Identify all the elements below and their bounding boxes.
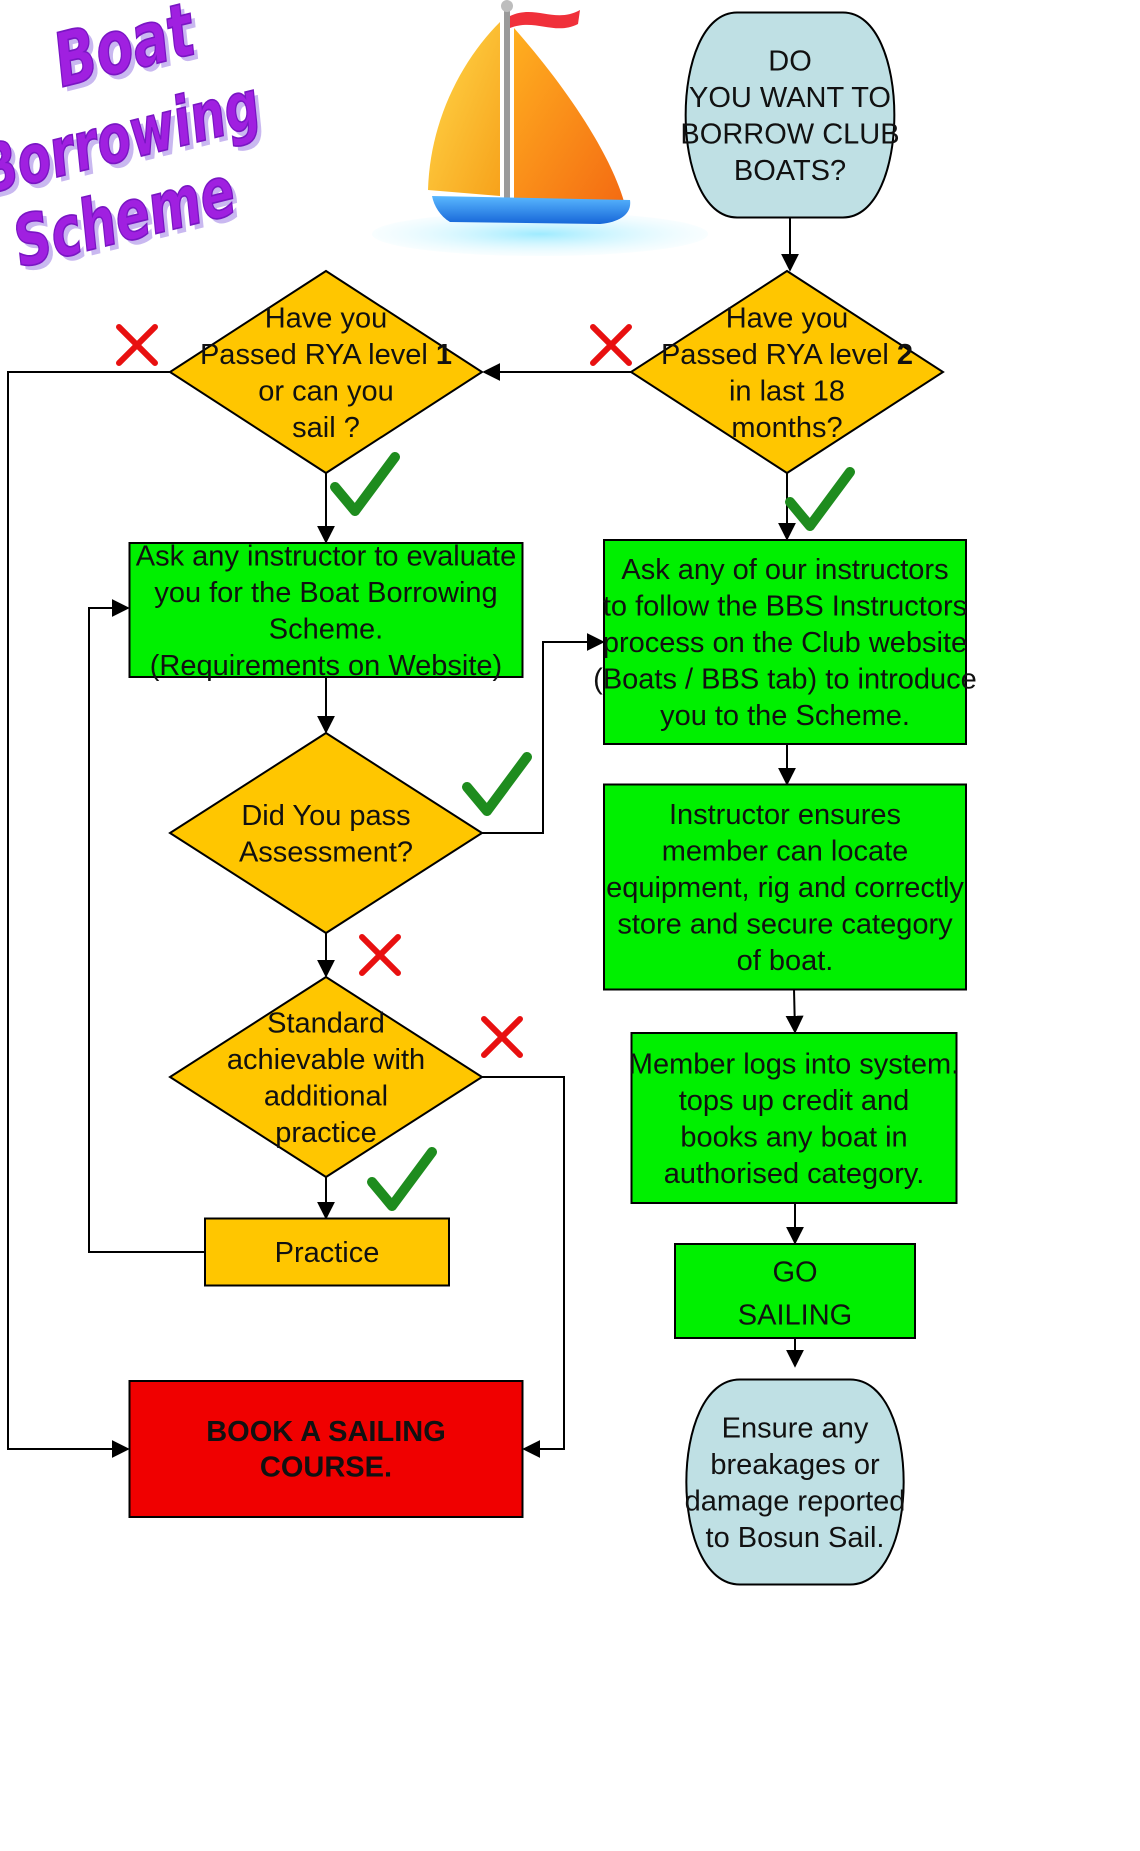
diamond-shape — [629, 269, 945, 475]
hull — [432, 196, 631, 224]
node-label-line: (Requirements on Website) — [150, 650, 502, 682]
node-label-line: in last 18 — [729, 375, 845, 407]
node-label-line: Scheme. — [269, 613, 383, 645]
diamond-shape — [168, 731, 484, 935]
pennant-flag — [510, 10, 580, 29]
process-box — [128, 1380, 524, 1518]
mast-top — [501, 0, 513, 12]
node-label-line: (Boats / BBS tab) to introduce — [593, 664, 977, 696]
node-label-line: Did You pass — [241, 800, 410, 832]
node-ensures: Instructor ensures member can locate equip… — [603, 783, 967, 991]
node-breakages: Ensure any breakages or damage reported to … — [685, 1378, 906, 1586]
node-label-line: Assessment? — [239, 836, 413, 868]
process-box — [630, 1032, 958, 1204]
node-label-line: authorised category. — [664, 1158, 925, 1190]
connector-ensures-to-logs-in — [785, 988, 804, 1034]
node-q-standard: Standard achievable with additional practic… — [168, 975, 484, 1179]
cross-icon — [359, 934, 401, 976]
check-icon — [462, 752, 532, 816]
node-label-line: equipment, rig and correctly — [606, 872, 964, 904]
check-icon — [330, 452, 400, 516]
node-label-line: Standard — [267, 1007, 385, 1039]
node-label-line: of boat. — [737, 945, 834, 977]
left-sail — [428, 22, 500, 196]
node-label-line: Practice — [275, 1237, 380, 1269]
node-label-line: sail ? — [292, 412, 360, 444]
node-label-line: to follow the BBS Instructors — [603, 591, 967, 623]
node-label-line: Member logs into system. — [629, 1048, 959, 1080]
node-label-line: months? — [731, 412, 842, 444]
node-label-line: practice — [275, 1117, 377, 1149]
decision-marks — [116, 324, 855, 1211]
node-label-line: Have you — [265, 302, 388, 334]
node-label-line: store and secure category — [617, 909, 953, 941]
node-label-line: Passed RYA level 1 — [200, 339, 452, 371]
node-ask-bbs: Ask any of our instructors to follow the … — [593, 539, 977, 745]
right-sail — [514, 28, 625, 205]
connector-q-standard-to-book-course — [482, 1076, 565, 1458]
water-shadow — [372, 212, 708, 256]
node-practice: Practice — [204, 1217, 450, 1287]
cross-icon — [481, 1016, 523, 1058]
node-label-line: you to the Scheme. — [660, 700, 910, 732]
node-label-line: Ensure any — [722, 1412, 869, 1444]
node-label-line: or can you — [258, 375, 393, 407]
node-label-line: tops up credit and — [679, 1085, 910, 1117]
node-label-line: BOOK A SAILING — [206, 1416, 446, 1448]
node-label-line: process on the Club website — [603, 627, 967, 659]
node-label-line: to Bosun Sail. — [706, 1522, 885, 1554]
node-label-line: Ask any instructor to evaluate — [136, 540, 516, 572]
node-label-line: COURSE. — [260, 1451, 392, 1483]
node-label-line: Have you — [726, 302, 849, 334]
process-box — [128, 542, 524, 678]
cross-icon — [590, 324, 632, 366]
node-label-line: achievable with — [227, 1044, 425, 1076]
node-label-line: books any boat in — [680, 1121, 907, 1153]
connector-q-pass-to-ask-bbs — [482, 633, 605, 834]
node-logs-in: Member logs into system. tops up credit a… — [629, 1032, 959, 1204]
diamond-shape — [168, 269, 484, 475]
flow-connectors — [7, 218, 804, 1458]
mast — [504, 6, 510, 206]
connector-q-rya1-to-book-course — [7, 371, 170, 1458]
node-label-line: you for the Boat Borrowing — [154, 577, 497, 609]
node-label-line: breakages or — [710, 1449, 880, 1481]
sailboat-icon — [372, 0, 708, 256]
process-box — [603, 539, 967, 745]
flow-nodes: DO YOU WANT TO BORROW CLUB BOATS? Have youPa… — [128, 11, 977, 1586]
node-label-line: BOATS? — [734, 155, 846, 187]
terminal-shape — [684, 11, 896, 219]
node-label-line: DO — [768, 45, 812, 77]
node-label-line: BORROW CLUB — [680, 118, 899, 150]
node-label-line: Passed RYA level 2 — [661, 339, 913, 371]
process-box — [603, 783, 967, 991]
terminal-shape — [685, 1378, 905, 1586]
node-label-line: member can locate — [662, 836, 909, 868]
node-label-line: Instructor ensures — [669, 799, 901, 831]
node-label-line: YOU WANT TO — [689, 82, 891, 114]
node-label-line: damage reported — [685, 1485, 906, 1517]
process-box — [204, 1217, 450, 1287]
node-label-line: Ask any of our instructors — [621, 554, 948, 586]
node-label-line: additional — [264, 1080, 388, 1112]
check-icon — [785, 467, 855, 531]
cross-icon — [116, 324, 158, 366]
node-ask-evaluate: Ask any instructor to evaluate you for th… — [128, 540, 524, 682]
diamond-shape — [168, 975, 484, 1179]
node-go-sailing: GO SAILING — [674, 1243, 916, 1339]
process-box — [674, 1243, 916, 1339]
node-label-line: GO — [772, 1256, 817, 1288]
connector-practice-to-ask-evaluate — [88, 599, 205, 1253]
node-label-line: SAILING — [738, 1299, 852, 1331]
node-start: DO YOU WANT TO BORROW CLUB BOATS? — [680, 11, 900, 219]
check-icon — [367, 1147, 437, 1211]
